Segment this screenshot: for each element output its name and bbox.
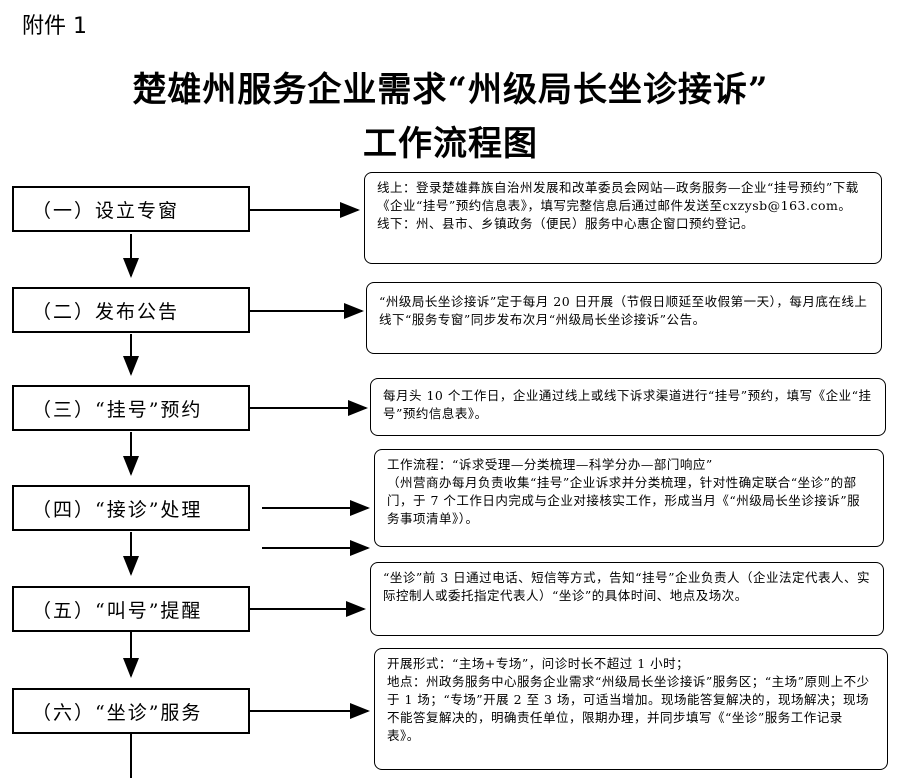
step-3-box: （三）“挂号”预约 <box>12 385 250 431</box>
step-3-description: 每月头 10 个工作日，企业通过线上或线下诉求渠道进行“挂号”预约，填写《企业“… <box>370 378 886 436</box>
step-5-desc-text: “坐诊”前 3 日通过电话、短信等方式，告知“挂号”企业负责人（企业法定代表人、… <box>383 570 870 603</box>
step-1-description: 线上：登录楚雄彝族自治州发展和改革委员会网站—政务服务—企业“挂号预约”下载《企… <box>364 172 882 264</box>
diagram-title-line2: 工作流程图 <box>363 124 538 164</box>
step-6-desc-format: 开展形式：“主场+专场”，问诊时长不超过 1 小时； <box>387 656 690 671</box>
step-4-description: 工作流程：“诉求受理—分类梳理—科学分办—部门响应” （州营商办每月负责收集“挂… <box>374 449 884 547</box>
step-4-desc-process: 工作流程：“诉求受理—分类梳理—科学分办—部门响应” <box>387 457 713 472</box>
step-6-box: （六）“坐诊”服务 <box>12 688 250 734</box>
step-2-box: （二）发布公告 <box>12 287 250 333</box>
step-4-desc-detail: （州营商办每月负责收集“挂号”企业诉求并分类梳理，针对性确定联合“坐诊”的部门，… <box>387 475 861 526</box>
diagram-title-line1: 楚雄州服务企业需求“州级局长坐诊接诉” <box>132 70 769 110</box>
attachment-label: 附件 1 <box>22 14 87 39</box>
step-2-description: “州级局长坐诊接诉”定于每月 20 日开展（节假日顺延至收假第一天），每月底在线… <box>366 282 882 354</box>
step-2-desc-text: “州级局长坐诊接诉”定于每月 20 日开展（节假日顺延至收假第一天），每月底在线… <box>379 294 868 327</box>
step-6-desc-location: 地点：州政务服务中心服务企业需求“州级局长坐诊接诉”服务区；“主场”原则上不少于… <box>387 674 870 743</box>
step-1-desc-online: 线上：登录楚雄彝族自治州发展和改革委员会网站—政务服务—企业“挂号预约”下载《企… <box>377 180 859 213</box>
step-5-box: （五）“叫号”提醒 <box>12 586 250 632</box>
step-4-box: （四）“接诊”处理 <box>12 485 250 531</box>
step-1-box: （一）设立专窗 <box>12 186 250 232</box>
step-5-description: “坐诊”前 3 日通过电话、短信等方式，告知“挂号”企业负责人（企业法定代表人、… <box>370 562 884 636</box>
step-6-description: 开展形式：“主场+专场”，问诊时长不超过 1 小时； 地点：州政务服务中心服务企… <box>374 648 888 770</box>
step-1-desc-offline: 线下：州、县市、乡镇政务（便民）服务中心惠企窗口预约登记。 <box>377 216 755 231</box>
step-3-desc-text: 每月头 10 个工作日，企业通过线上或线下诉求渠道进行“挂号”预约，填写《企业“… <box>383 388 872 421</box>
